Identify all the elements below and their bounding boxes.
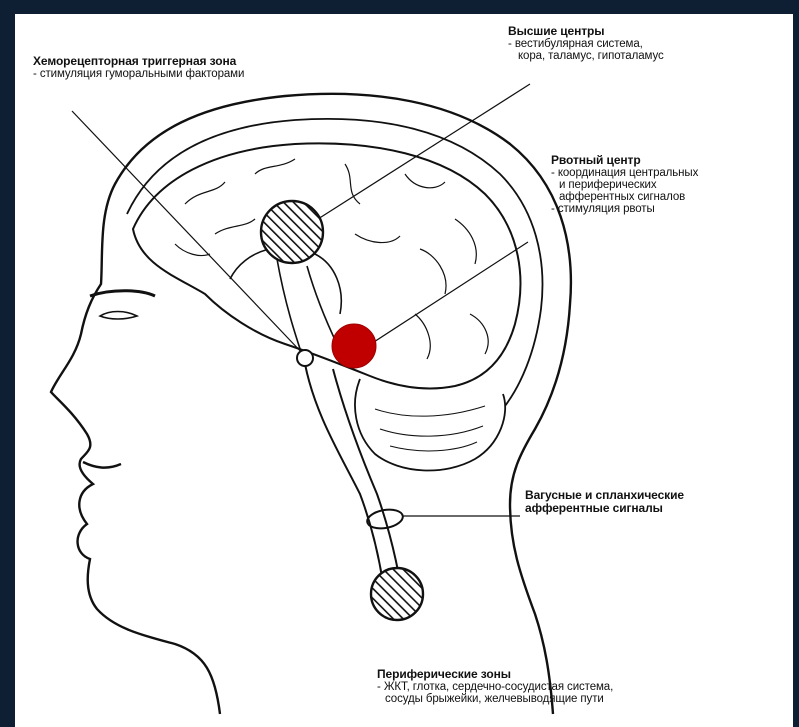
cerebellum-outline [355, 379, 505, 470]
eyebrow [90, 291, 155, 296]
label-vomiting-center: Рвотный центр - координация центральных … [551, 154, 698, 215]
label-peripheral-zones: Периферические зоны - ЖКТ, глотка, серде… [377, 668, 613, 705]
label-higher-centers-line-1: - вестибулярная система, [508, 38, 664, 50]
cerebrum-outline [133, 143, 520, 388]
label-chemoreceptor-title: Хеморецепторная триггерная зона [33, 55, 244, 68]
label-vomiting-center-line-2: и периферических [551, 179, 698, 191]
label-vomiting-center-line-1: - координация центральных [551, 167, 698, 179]
brain-sulci [175, 159, 488, 359]
diagram-panel: Хеморецепторная триггерная зона - стимул… [15, 14, 793, 727]
label-vagal-line-1: афферентные сигналы [525, 502, 684, 515]
leader-vomiting-center [360, 242, 528, 351]
chemoreceptor-trigger-zone-marker [297, 350, 313, 366]
label-higher-centers: Высшие центры - вестибулярная система, к… [508, 25, 664, 62]
label-chemoreceptor-zone: Хеморецепторная триггерная зона - стимул… [33, 55, 244, 80]
mouth [83, 462, 121, 468]
leader-higher-centers [307, 84, 530, 226]
label-peripheral-line-1: - ЖКТ, глотка, сердечно-сосудистая систе… [377, 681, 613, 693]
label-higher-centers-line-2: кора, таламус, гипоталамус [508, 50, 664, 62]
label-peripheral-title: Периферические зоны [377, 668, 613, 681]
eye [100, 312, 137, 320]
label-vagal-title: Вагусные и спланхические [525, 489, 684, 502]
head-outline [51, 94, 571, 714]
peripheral-zones-marker [371, 568, 423, 620]
cerebellum-folds [375, 406, 485, 451]
label-chemoreceptor-line-1: - стимуляция гуморальными факторами [33, 68, 244, 80]
pathway-higher-to-vomit-a [277, 259, 305, 364]
head-brain-diagram [15, 14, 793, 727]
label-vomiting-center-title: Рвотный центр [551, 154, 698, 167]
label-vomiting-center-line-4: - стимуляция рвоты [551, 203, 698, 215]
label-vagal-afferents: Вагусные и спланхические афферентные сиг… [525, 489, 684, 514]
label-peripheral-line-2: сосуды брыжейки, желчевыводящие пути [377, 693, 613, 705]
pathway-higher-to-vomit-b [307, 266, 337, 344]
vomiting-center-marker [332, 324, 376, 368]
label-vomiting-center-line-3: афферентных сигналов [551, 191, 698, 203]
label-higher-centers-title: Высшие центры [508, 25, 664, 38]
higher-centers-marker [261, 201, 323, 263]
